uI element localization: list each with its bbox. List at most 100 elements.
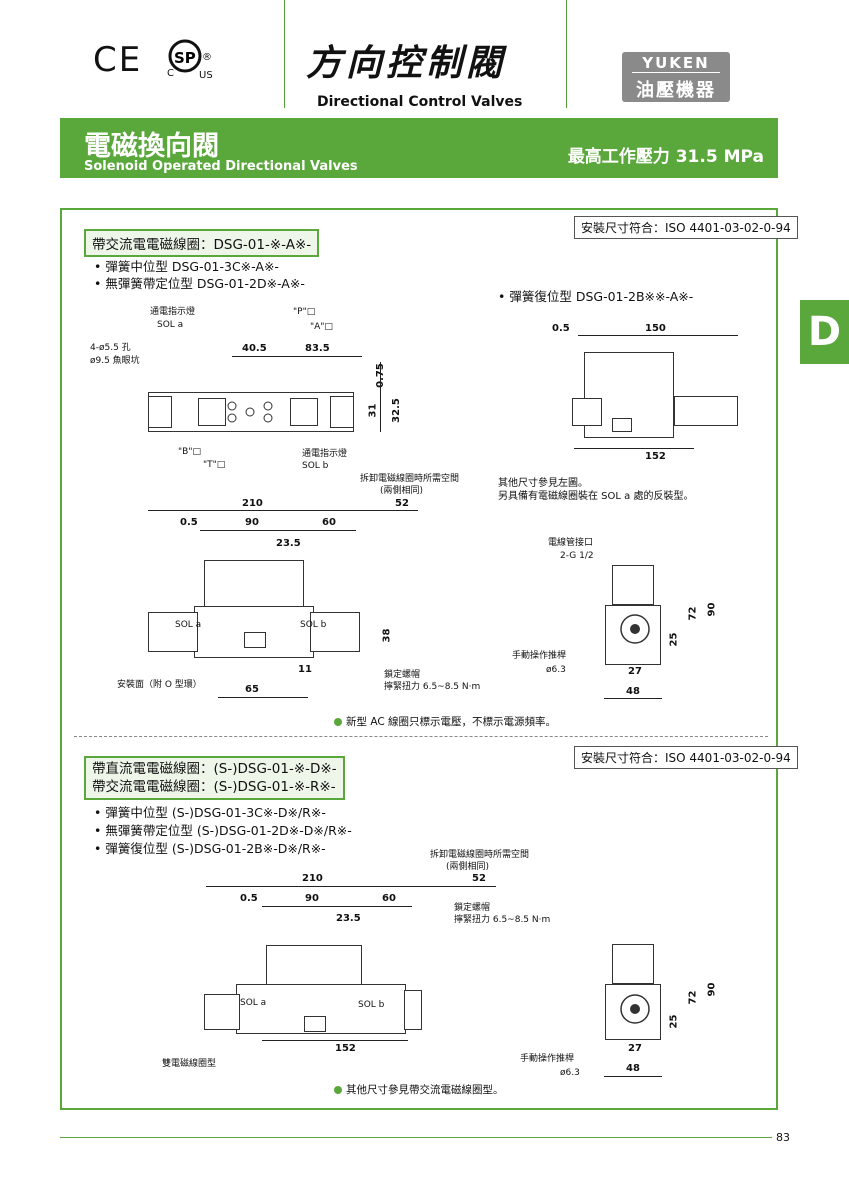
- dc-label-removal: 拆卸電磁線圈時所需空間: [430, 850, 530, 860]
- side-tab-d[interactable]: D: [800, 300, 849, 364]
- dim-e48: 48: [626, 686, 640, 697]
- label-torque: 擰緊扭力 6.5~8.5 N·m: [384, 682, 481, 692]
- dc-dim-210: 210: [302, 873, 323, 884]
- label-sol-a: SOL a: [157, 320, 184, 330]
- label-mount-face: 安裝面（附 O 型環）: [117, 680, 202, 690]
- dim-e72: 72: [687, 606, 699, 621]
- section2-item-1: • 彈簧中位型 (S-)DSG-01-3C※-D※/R※-: [94, 805, 326, 820]
- csa-mark: SP C US ®: [165, 38, 213, 82]
- dim-e27: 27: [628, 666, 642, 677]
- dc-dim-0-5: 0.5: [240, 893, 258, 904]
- content-panel: [60, 208, 778, 1110]
- dim-65: 65: [245, 684, 259, 695]
- section-banner: 電磁換向閥 Solenoid Operated Directional Valv…: [60, 118, 778, 178]
- banner-title-cn: 電磁換向閥: [84, 131, 219, 162]
- brand-logo: YUKEN 油壓機器: [622, 52, 730, 102]
- label-p-port: "P"□: [293, 307, 316, 317]
- front-sol-b: SOL b: [300, 620, 327, 630]
- dc-label-double: 雙電磁線圈型: [162, 1059, 217, 1069]
- dim-r150: 150: [645, 323, 666, 334]
- section2-heading-1: 帶直流電電磁線圈：(S-)DSG-01-※-D※-: [92, 761, 337, 777]
- dc-dim-90: 90: [305, 893, 319, 904]
- dim-0-5: 0.5: [180, 517, 198, 528]
- label-a-port: "A"□: [310, 322, 333, 332]
- banner-title-en: Solenoid Operated Directional Valves: [84, 159, 358, 174]
- banner-pressure: 最高工作壓力 31.5 MPa: [567, 147, 764, 167]
- dim-23-5: 23.5: [276, 538, 301, 549]
- dc-dim-52: 52: [472, 873, 486, 884]
- csa-c: C: [167, 68, 174, 79]
- dim-210: 210: [242, 498, 263, 509]
- dc-label-torque: 擰緊扭力 6.5~8.5 N·m: [454, 915, 551, 925]
- valve-top-view: [148, 392, 354, 432]
- port-pattern-icon: [227, 401, 273, 423]
- label-both-sides: (兩側相同): [380, 486, 424, 496]
- dc-dim-e90: 90: [706, 982, 718, 997]
- dc-dim-e72: 72: [687, 990, 699, 1005]
- ac-note: 新型 AC 線圈只標示電壓，不標示電源頻率。: [334, 714, 556, 729]
- label-indicator-b: 通電指示燈: [302, 449, 348, 459]
- dim-11: 11: [298, 664, 312, 675]
- brand-subtitle: 油壓機器: [636, 80, 716, 101]
- dc-dim-23-5: 23.5: [336, 913, 361, 924]
- csa-r: ®: [202, 52, 212, 63]
- dim-r0-5: 0.5: [552, 323, 570, 334]
- dc-valve-end: [612, 944, 654, 984]
- dc-sol-b: SOL b: [358, 1000, 385, 1010]
- label-manual-dia: ø6.3: [546, 665, 566, 675]
- label-conduit: 電線管接口: [548, 538, 594, 548]
- csa-logo-icon: SP: [168, 39, 202, 73]
- brand-name: YUKEN: [632, 54, 720, 73]
- svg-text:SP: SP: [174, 49, 196, 67]
- dc-valve-front: [266, 945, 362, 985]
- label-removal: 拆卸電磁線圈時所需空間: [360, 474, 460, 484]
- dc-dim-e48: 48: [626, 1063, 640, 1074]
- dc-label-both-sides: (兩側相同): [446, 862, 490, 872]
- iso-standard-1: 安裝尺寸符合：ISO 4401-03-02-0-94: [574, 216, 798, 239]
- dc-other-note: 其他尺寸參見帶交流電磁線圈型。: [334, 1082, 504, 1097]
- dim-60: 60: [322, 517, 336, 528]
- label-sol-b: SOL b: [302, 461, 329, 471]
- csa-us: US: [199, 70, 213, 81]
- dc-sol-a: SOL a: [240, 998, 267, 1008]
- section1-item-right: • 彈簧復位型 DSG-01-2B※※-A※-: [498, 289, 694, 304]
- manual-override-icon: [620, 614, 650, 644]
- label-bolt: 鎖定螺帽: [384, 670, 421, 680]
- dc-dim-e27: 27: [628, 1043, 642, 1054]
- label-counterbore: ø9.5 魚眼坑: [90, 356, 140, 366]
- page-title-cn: 方向控制閥: [306, 43, 507, 84]
- section2-heading: 帶直流電電磁線圈：(S-)DSG-01-※-D※- 帶交流電電磁線圈：(S-)D…: [84, 756, 345, 800]
- section2-heading-2: 帶交流電電磁線圈：(S-)DSG-01-※-R※-: [92, 779, 336, 795]
- dim-90: 90: [245, 517, 259, 528]
- label-b-port: "B"□: [178, 447, 201, 457]
- dim-40-5: 40.5: [242, 343, 267, 354]
- label-conduit-size: 2-G 1/2: [560, 551, 594, 561]
- dc-dim-60: 60: [382, 893, 396, 904]
- label-t-port: "T"□: [203, 460, 226, 470]
- section1-item-2: • 無彈簧帶定位型 DSG-01-2D※-A※-: [94, 276, 305, 291]
- label-indicator-a: 通電指示燈: [150, 307, 196, 317]
- front-sol-a: SOL a: [175, 620, 202, 630]
- section2-item-2: • 無彈簧帶定位型 (S-)DSG-01-2D※-D※/R※-: [94, 823, 352, 838]
- dc-dim-152: 152: [335, 1043, 356, 1054]
- dc-label-bolt: 鎖定螺帽: [454, 903, 491, 913]
- dim-e90: 90: [706, 602, 718, 617]
- dim-32-5: 32.5: [390, 398, 402, 423]
- label-manual: 手動操作推桿: [512, 651, 567, 661]
- ce-mark: CE: [93, 40, 143, 80]
- note-reverse: 另具備有電磁線圈裝在 SOL a 處的反裝型。: [498, 491, 694, 502]
- valve-front-view: [204, 560, 304, 608]
- note-see-left: 其他尺寸參見左圖。: [498, 478, 588, 489]
- section1-heading: 帶交流電電磁線圈：DSG-01-※-A※-: [84, 229, 320, 257]
- dim-38: 38: [381, 628, 393, 643]
- dim-e25: 25: [668, 632, 680, 647]
- section1-item-1: • 彈簧中位型 DSG-01-3C※-A※-: [94, 259, 279, 274]
- dc-label-manual-dia: ø6.3: [560, 1068, 580, 1078]
- dim-31: 31: [367, 403, 379, 418]
- dc-dim-e25: 25: [668, 1014, 680, 1029]
- dim-r152: 152: [645, 451, 666, 462]
- dim-83-5: 83.5: [305, 343, 330, 354]
- dc-label-manual: 手動操作推桿: [520, 1054, 575, 1064]
- page-number: 83: [776, 1131, 790, 1144]
- valve-end-view: [612, 565, 654, 605]
